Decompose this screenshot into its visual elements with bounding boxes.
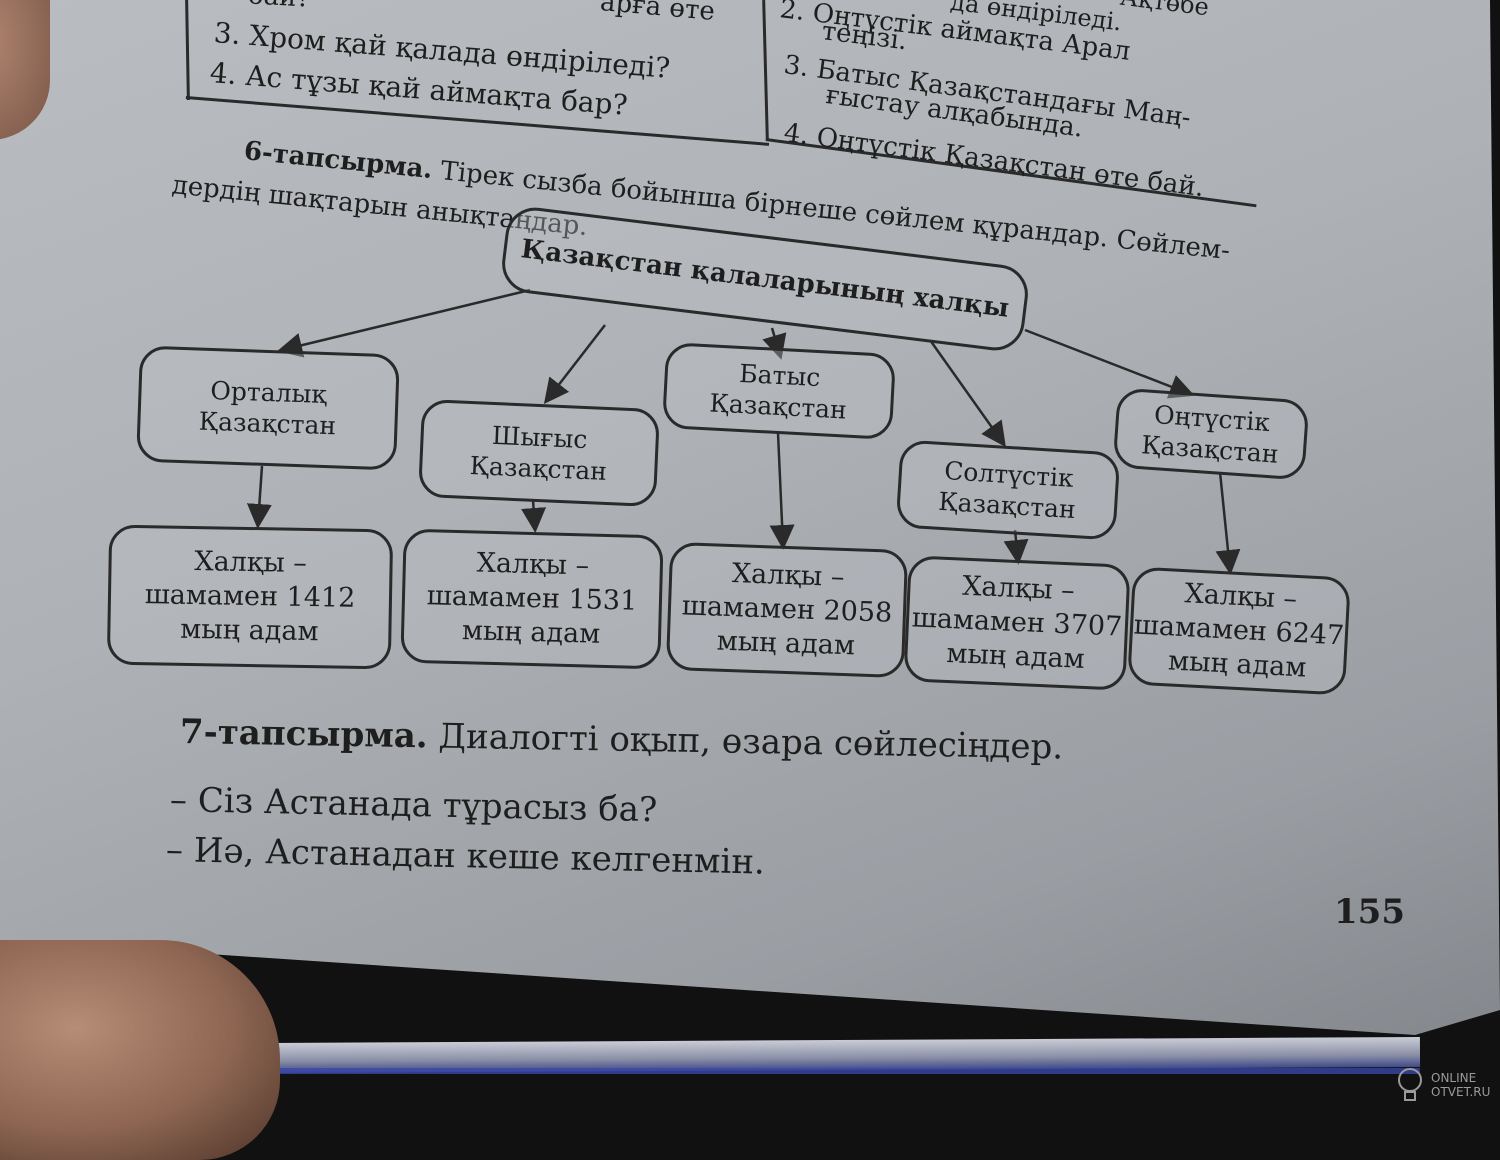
lightbulb-icon bbox=[1398, 1068, 1422, 1101]
arrow-west-pop bbox=[769, 432, 795, 550]
region-node-north: Солтүстік Қазақстан bbox=[895, 439, 1121, 541]
watermark-line1: ONLINE bbox=[1431, 1071, 1477, 1086]
population-label-central: Халқы – шамамен 1412 мың адам bbox=[144, 546, 356, 648]
arrow-root-to-central bbox=[277, 288, 531, 358]
population-label-west: Халқы – шамамен 2058 мың адам bbox=[681, 558, 893, 662]
watermark-text: ONLINE OTVET.RU bbox=[1431, 1071, 1491, 1100]
region-label-central: Орталық Қазақстан bbox=[198, 375, 337, 441]
region-label-west: Батыс Қазақстан bbox=[708, 358, 848, 425]
population-node-west: Халқы – шамамен 2058 мың адам bbox=[665, 541, 909, 679]
page-number: 155 bbox=[1334, 892, 1405, 932]
population-label-east: Халқы – шамамен 1531 мың адам bbox=[426, 547, 638, 650]
thumb bbox=[0, 940, 280, 1160]
task7-label: 7-тапсырма. bbox=[179, 712, 429, 757]
arrow-root-to-east bbox=[543, 324, 606, 404]
region-label-north: Солтүстік Қазақстан bbox=[937, 455, 1077, 525]
population-node-south: Халқы – шамамен 6247 мың адам bbox=[1127, 566, 1351, 696]
arrow-central-pop bbox=[246, 465, 272, 529]
region-label-south: Оңтүстік Қазақстан bbox=[1140, 399, 1280, 469]
population-node-central: Халқы – шамамен 1412 мың адам bbox=[106, 524, 394, 670]
arrow-north-pop bbox=[1003, 529, 1029, 565]
population-node-north: Халқы – шамамен 3707 мың адам bbox=[903, 555, 1131, 691]
page-edge-binding bbox=[280, 1068, 1420, 1074]
region-node-east: Шығыс Қазақстан bbox=[417, 398, 661, 508]
region-label-east: Шығыс Қазақстан bbox=[469, 420, 608, 486]
population-node-east: Халқы – шамамен 1531 мың адам bbox=[400, 528, 664, 670]
population-label-north: Халқы – шамамен 3707 мың адам bbox=[911, 570, 1123, 675]
population-label-south: Халқы – шамамен 6247 мың адам bbox=[1133, 578, 1345, 684]
watermark-line2: OTVET.RU bbox=[1431, 1085, 1491, 1099]
region-node-south: Оңтүстік Қазақстан bbox=[1112, 387, 1310, 481]
region-node-west: Батыс Қазақстан bbox=[661, 342, 897, 440]
arrow-root-to-north bbox=[928, 339, 1006, 448]
arrow-root-to-west bbox=[762, 327, 787, 360]
watermark-logo: ONLINE OTVET.RU bbox=[1395, 1066, 1490, 1106]
region-node-central: Орталық Қазақстан bbox=[136, 345, 400, 471]
arrow-root-to-south bbox=[1024, 328, 1195, 399]
arrow-east-pop bbox=[521, 499, 547, 533]
diagram-arrows bbox=[246, 288, 1241, 575]
arrow-south-pop bbox=[1215, 471, 1241, 575]
